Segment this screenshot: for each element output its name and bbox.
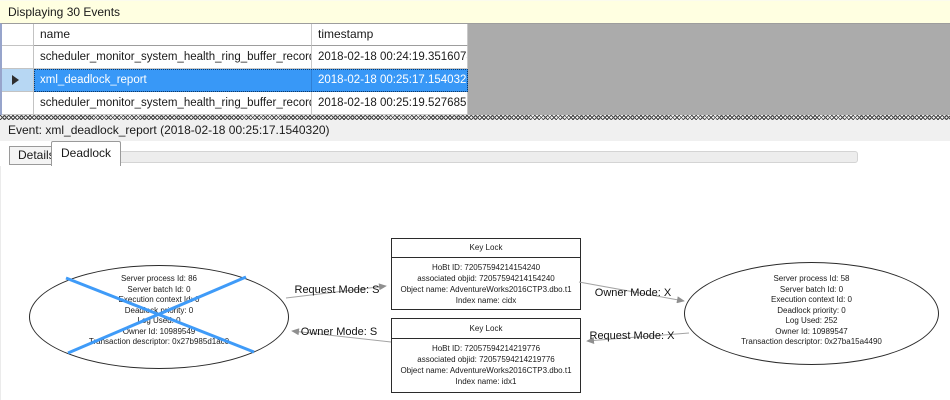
current-row-indicator-icon xyxy=(12,75,19,85)
tab-strip-lane xyxy=(117,151,858,163)
table-row[interactable]: scheduler_monitor_system_health_ring_buf… xyxy=(2,92,950,115)
process-node-victim: Server process Id: 86 Server batch Id: 0… xyxy=(29,265,289,369)
resource-detail: Index name: idx1 xyxy=(455,377,517,386)
events-count-bar: Displaying 30 Events xyxy=(0,0,950,23)
cell-event-timestamp[interactable]: 2018-02-18 00:25:19.5276859 xyxy=(312,92,468,115)
process-detail: Log Used: 0 xyxy=(137,316,181,325)
grid-header-row: name timestamp xyxy=(2,24,950,46)
process-detail: Transaction descriptor: 0x27b985d1ac0 xyxy=(88,337,230,346)
edge-request-x xyxy=(586,332,690,344)
edge-request-s xyxy=(285,283,387,299)
column-header-name[interactable]: name xyxy=(34,24,312,46)
cell-event-name[interactable]: scheduler_monitor_system_health_ring_buf… xyxy=(34,92,312,115)
cell-event-name[interactable]: xml_deadlock_report xyxy=(34,69,312,92)
process-detail: Server process Id: 58 xyxy=(773,274,850,283)
selected-event-label: Event: xml_deadlock_report (2018-02-18 0… xyxy=(0,120,950,141)
table-row-selected[interactable]: xml_deadlock_report 2018-02-18 00:25:17.… xyxy=(2,69,950,92)
resource-detail: Object name: AdventureWorks2016CTP3.dbo.… xyxy=(400,366,572,375)
row-selector-gutter[interactable] xyxy=(2,69,34,92)
resource-detail: HoBt ID: 72057594214219776 xyxy=(431,344,541,353)
grid-corner-cell[interactable] xyxy=(2,24,34,46)
resource-detail: Object name: AdventureWorks2016CTP3.dbo.… xyxy=(400,285,572,294)
process-detail: Owner Id: 10989549 xyxy=(122,326,196,336)
cell-event-timestamp[interactable]: 2018-02-18 00:25:17.1540320 xyxy=(312,69,468,92)
resource-node-keylock-top: Key Lock HoBt ID: 72057594214154240 asso… xyxy=(391,238,581,310)
process-detail: Server batch Id: 0 xyxy=(127,284,191,294)
edge-owner-x xyxy=(578,281,685,304)
resource-title: Key Lock xyxy=(392,319,580,339)
tab-deadlock[interactable]: Deadlock xyxy=(51,141,122,166)
resource-detail: associated objid: 72057594214154240 xyxy=(417,274,555,283)
process-detail: Transaction descriptor: 0x27ba15a4490 xyxy=(741,337,882,346)
process-detail: Execution context Id: 0 xyxy=(118,295,200,304)
process-detail: Log Used: 252 xyxy=(785,316,838,325)
process-detail: Deadlock priority: 0 xyxy=(124,305,194,315)
resource-detail: associated objid: 72057594214219776 xyxy=(417,355,555,364)
process-node: Server process Id: 58 Server batch Id: 0… xyxy=(684,262,939,365)
edge-label-request-s: Request Mode: S xyxy=(295,284,380,296)
edge-owner-s xyxy=(291,328,392,343)
cell-event-name[interactable]: scheduler_monitor_system_health_ring_buf… xyxy=(34,46,312,69)
row-selector-gutter[interactable] xyxy=(2,46,34,69)
row-selector-gutter[interactable] xyxy=(2,92,34,115)
events-grid: name timestamp scheduler_monitor_system_… xyxy=(0,23,950,115)
edge-label-owner-s: Owner Mode: S xyxy=(301,326,377,338)
process-detail: Execution context Id: 0 xyxy=(771,295,852,304)
process-detail: Owner Id: 10989547 xyxy=(775,326,848,336)
deadlock-graph-canvas: Server process Id: 86 Server batch Id: 0… xyxy=(0,166,950,400)
table-row[interactable]: scheduler_monitor_system_health_ring_buf… xyxy=(2,46,950,69)
resource-detail: HoBt ID: 72057594214154240 xyxy=(431,263,541,272)
edge-label-owner-x: Owner Mode: X xyxy=(595,287,672,299)
process-detail: Deadlock priority: 0 xyxy=(777,305,846,315)
tab-details[interactable]: Details xyxy=(9,146,64,165)
tab-strip: Details Deadlock xyxy=(0,141,950,166)
cell-event-timestamp[interactable]: 2018-02-18 00:24:19.3516078 xyxy=(312,46,468,69)
process-detail: Server batch Id: 0 xyxy=(779,284,844,294)
pane-splitter[interactable] xyxy=(0,115,950,120)
resource-title: Key Lock xyxy=(392,239,580,258)
process-detail: Server process Id: 86 xyxy=(120,274,198,283)
column-header-timestamp[interactable]: timestamp xyxy=(312,24,468,46)
resource-detail: Index name: cidx xyxy=(455,296,517,305)
resource-node-keylock-bottom: Key Lock HoBt ID: 72057594214219776 asso… xyxy=(391,318,581,393)
edge-label-request-x: Request Mode: X xyxy=(590,330,676,342)
